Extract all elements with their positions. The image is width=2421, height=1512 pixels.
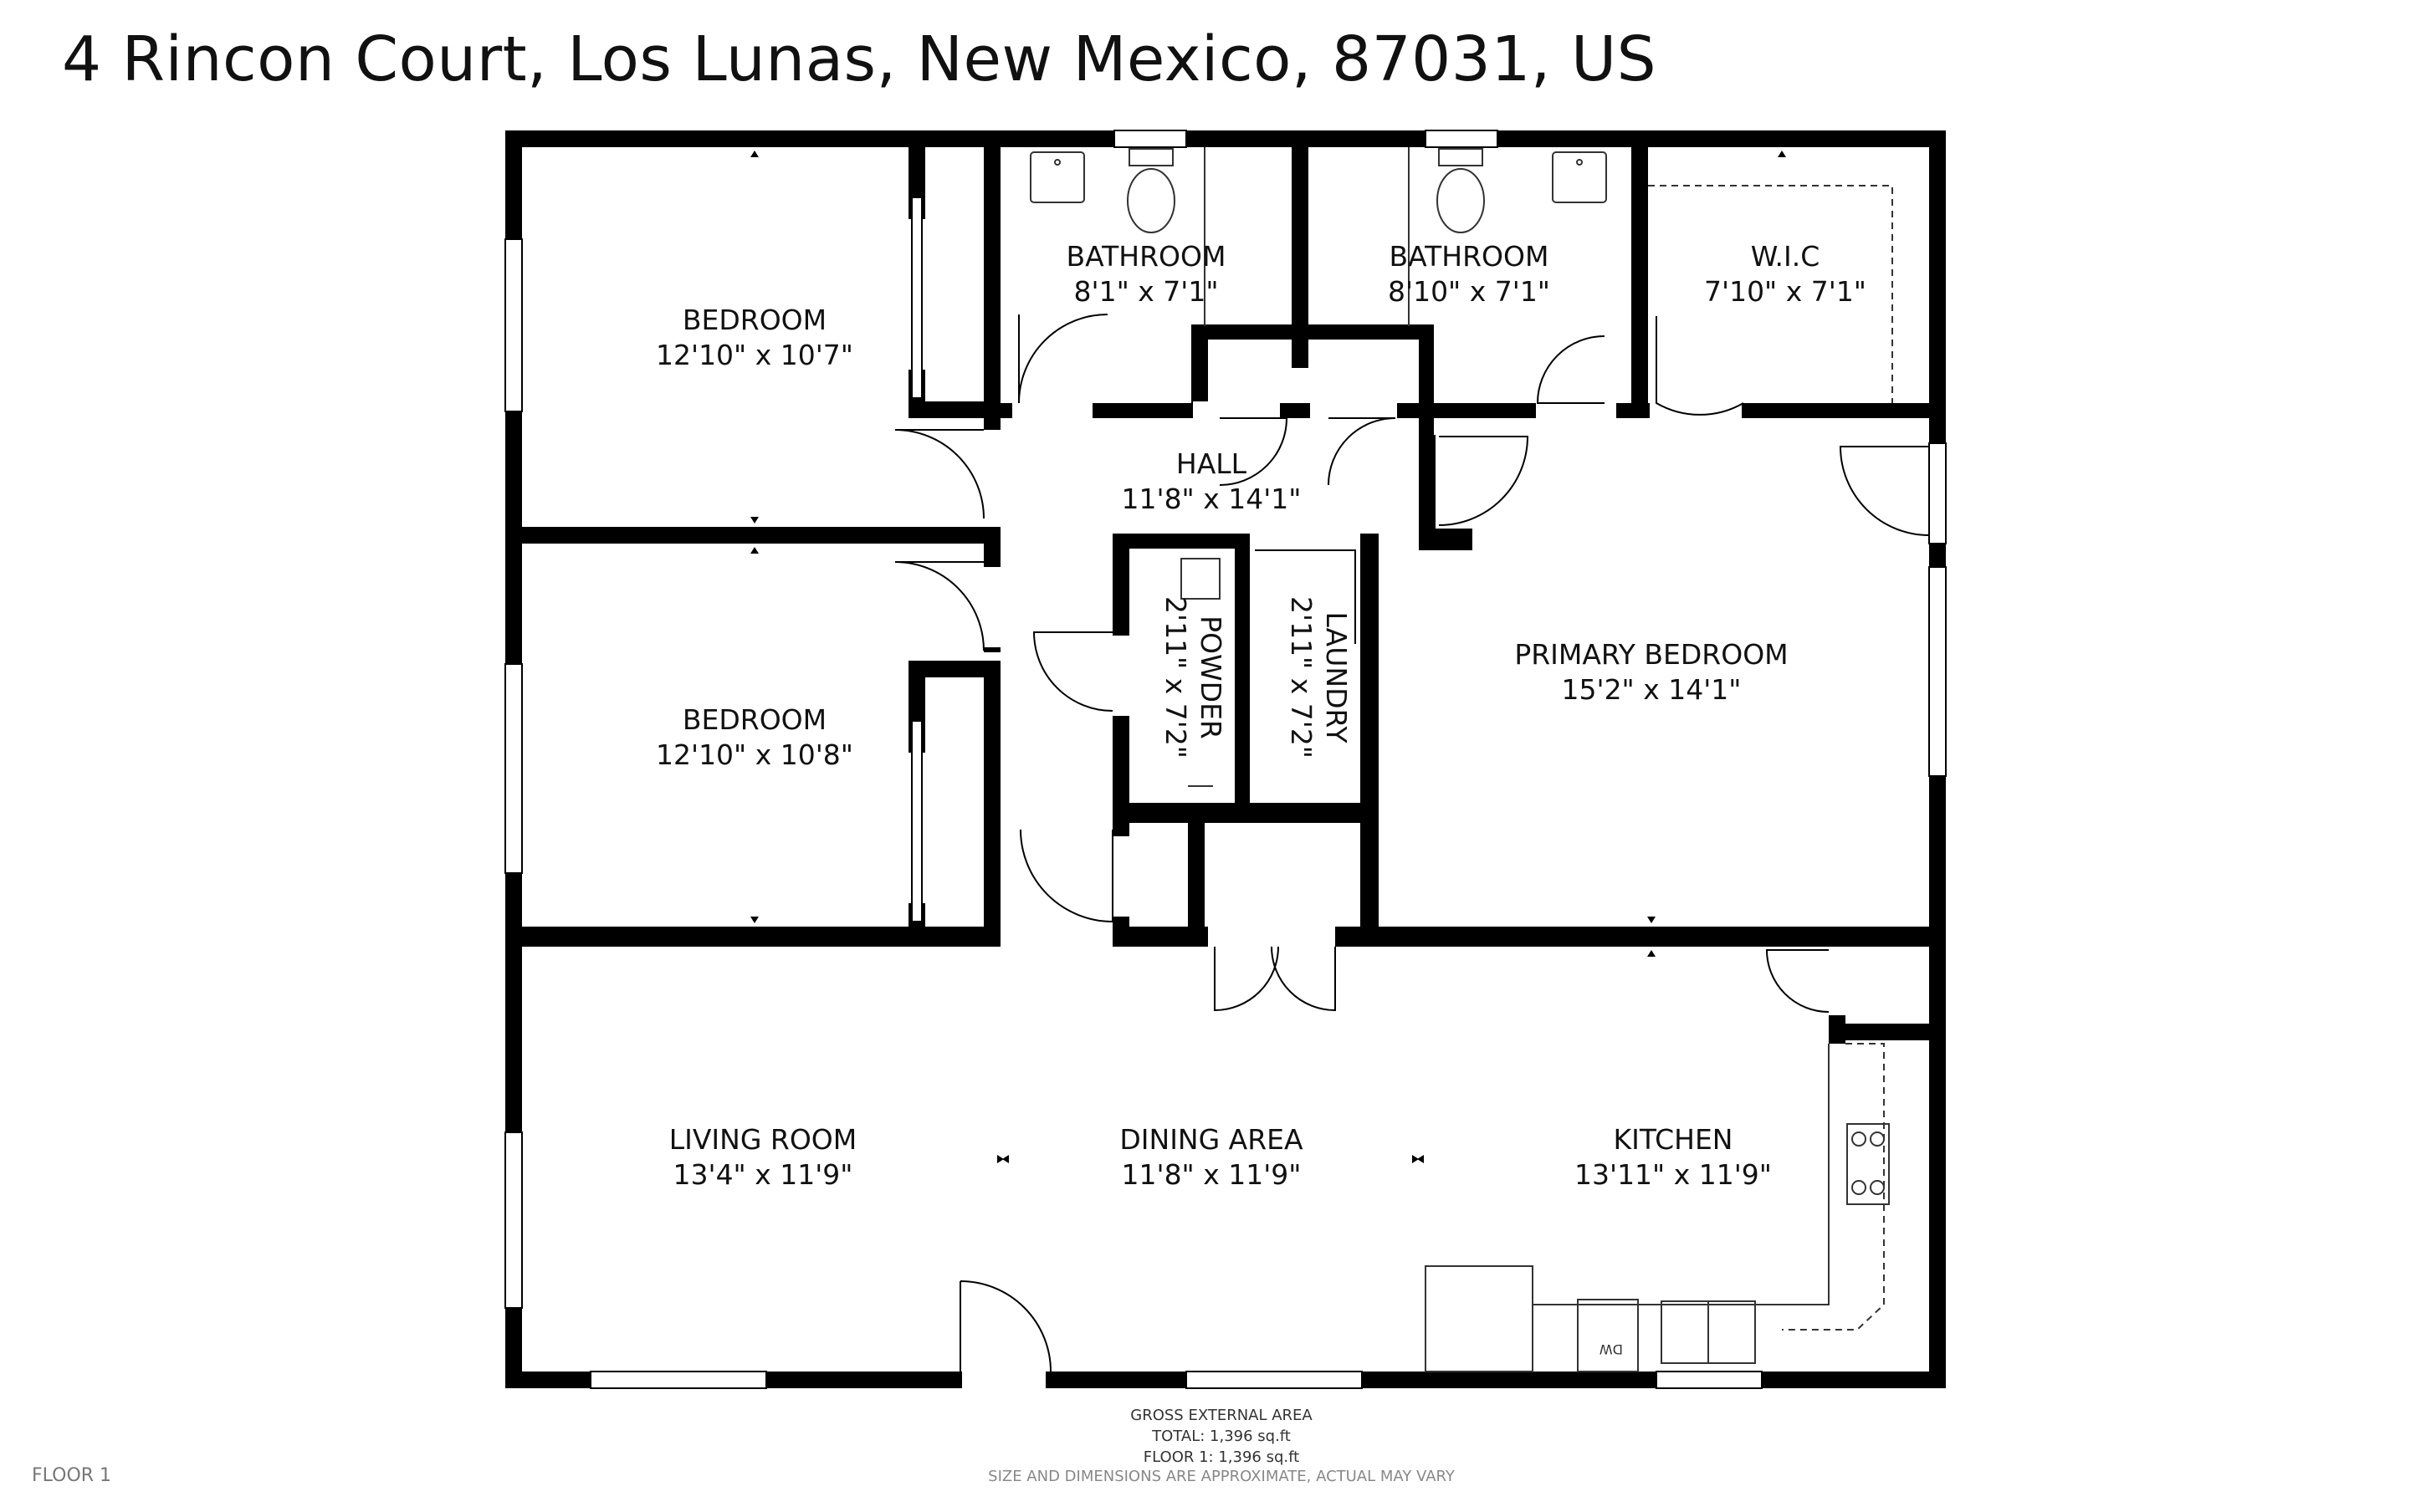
gea-total: TOTAL: 1,396 sq.ft bbox=[1152, 1428, 1291, 1445]
window bbox=[504, 1131, 523, 1309]
room-name: LIVING ROOM bbox=[669, 1123, 857, 1156]
door bbox=[1765, 949, 1830, 1013]
room-name: BEDROOM bbox=[683, 703, 827, 736]
windows bbox=[504, 130, 1947, 1389]
room-dims: 2'11" x 7'2" bbox=[1159, 596, 1192, 759]
room-dims: 2'11" x 7'2" bbox=[1285, 596, 1318, 759]
gea-title: GROSS EXTERNAL AREA bbox=[1130, 1407, 1313, 1424]
door bbox=[1020, 829, 1113, 923]
door bbox=[894, 561, 985, 651]
window bbox=[911, 197, 923, 399]
room-dims: 13'4" x 11'9" bbox=[673, 1158, 853, 1191]
room-dims: 11'8" x 14'1" bbox=[1122, 483, 1302, 515]
room-name: BATHROOM bbox=[1067, 240, 1226, 273]
dishwasher-label: DW bbox=[1599, 1341, 1623, 1357]
dimension-markers bbox=[750, 151, 1786, 1163]
window bbox=[1928, 442, 1947, 544]
gross-area-block: GROSS EXTERNAL AREA TOTAL: 1,396 sq.ft F… bbox=[1004, 1405, 1439, 1468]
toilet bbox=[1436, 168, 1485, 233]
room-labels: BEDROOM 12'10" x 10'7" BATHROOM 8'1" x 7… bbox=[656, 240, 1866, 1191]
room-dims: 8'10" x 7'1" bbox=[1388, 275, 1550, 308]
window bbox=[1656, 1371, 1763, 1389]
door bbox=[1656, 316, 1744, 416]
window bbox=[504, 663, 523, 874]
room-name: LAUNDRY bbox=[1320, 612, 1353, 744]
exterior-wall-top bbox=[505, 130, 1946, 147]
door bbox=[1255, 549, 1356, 644]
door bbox=[960, 1280, 1052, 1372]
room-name: BEDROOM bbox=[683, 304, 827, 336]
room-dims: 15'2" x 14'1" bbox=[1562, 673, 1742, 706]
page-title: 4 Rincon Court, Los Lunas, New Mexico, 8… bbox=[62, 23, 1657, 95]
stove bbox=[1846, 1123, 1890, 1205]
door bbox=[894, 429, 985, 519]
room-dims: 13'11" x 11'9" bbox=[1574, 1158, 1772, 1191]
room-name: HALL bbox=[1176, 447, 1247, 480]
dishwasher bbox=[1577, 1299, 1639, 1372]
room-dims: 11'8" x 11'9" bbox=[1122, 1158, 1302, 1191]
room-name: DINING AREA bbox=[1119, 1123, 1303, 1156]
refrigerator bbox=[1425, 1265, 1533, 1372]
room-name: PRIMARY BEDROOM bbox=[1514, 638, 1788, 671]
door bbox=[1328, 417, 1396, 486]
door bbox=[1214, 946, 1279, 1012]
floor-tag: FLOOR 1 bbox=[32, 1465, 112, 1486]
fixtures bbox=[1030, 147, 1893, 1372]
door bbox=[1536, 335, 1605, 404]
door bbox=[1839, 446, 1930, 536]
room-dims: 8'1" x 7'1" bbox=[1074, 275, 1219, 308]
door bbox=[1438, 436, 1529, 526]
gea-floor1: FLOOR 1: 1,396 sq.ft bbox=[1143, 1448, 1300, 1466]
window bbox=[1928, 566, 1947, 777]
sink bbox=[1030, 151, 1085, 203]
door bbox=[1219, 417, 1288, 486]
door bbox=[1032, 631, 1113, 712]
door bbox=[1271, 946, 1336, 1012]
window bbox=[911, 720, 923, 922]
window bbox=[1113, 130, 1187, 148]
window bbox=[1185, 1371, 1363, 1389]
disclaimer: SIZE AND DIMENSIONS ARE APPROXIMATE, ACT… bbox=[988, 1468, 1455, 1485]
window bbox=[504, 238, 523, 412]
room-name: KITCHEN bbox=[1614, 1123, 1733, 1156]
doors bbox=[894, 314, 1930, 1372]
door bbox=[1018, 314, 1108, 404]
sink bbox=[1552, 151, 1607, 203]
room-name: POWDER bbox=[1195, 616, 1227, 739]
room-dims: 7'10" x 7'1" bbox=[1704, 275, 1866, 308]
room-name: W.I.C bbox=[1751, 240, 1820, 273]
room-name: BATHROOM bbox=[1390, 240, 1549, 273]
window bbox=[590, 1371, 767, 1389]
toilet bbox=[1127, 168, 1175, 233]
window bbox=[1425, 130, 1498, 148]
room-dims: 12'10" x 10'7" bbox=[656, 339, 853, 371]
room-dims: 12'10" x 10'8" bbox=[656, 738, 853, 771]
